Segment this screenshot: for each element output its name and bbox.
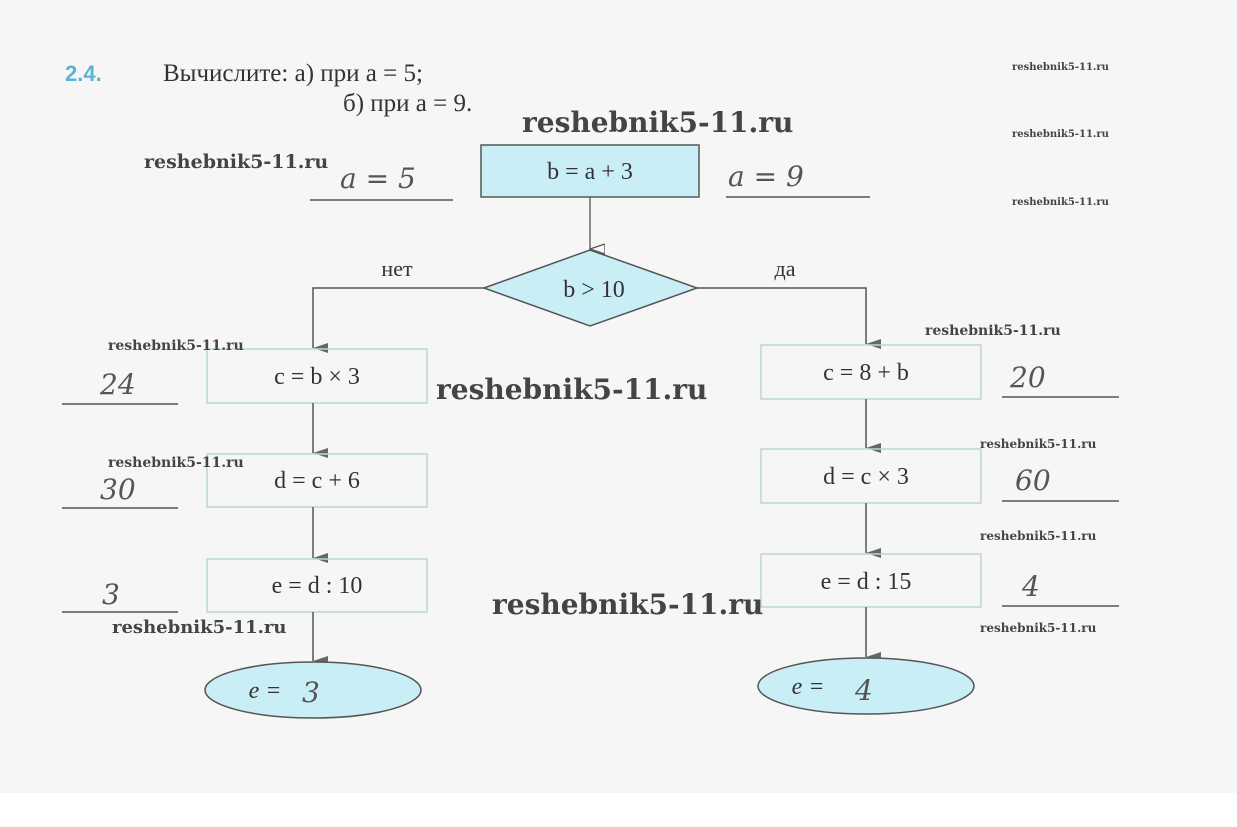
end-ellipse — [204, 661, 422, 719]
end-answer: 4 — [854, 674, 873, 707]
watermark: reshebnik5-11.ru — [492, 588, 763, 621]
answer-a5: a = 5 — [340, 162, 416, 195]
watermark: reshebnik5-11.ru — [980, 529, 1097, 543]
end-label: e = — [792, 674, 825, 700]
process-box — [206, 558, 428, 613]
process-box — [206, 348, 428, 404]
process-label: e = d : 10 — [272, 573, 363, 599]
no-label: нет — [381, 256, 413, 281]
process-label: c = 8 + b — [823, 360, 909, 386]
no-branch: c = b × 3 d = c + 6 e = d : 10 e = 3 — [204, 348, 428, 719]
task-line-1: Вычислите: а) при a = 5; — [163, 60, 423, 87]
task-number: 2.4. — [65, 61, 102, 86]
watermark: reshebnik5-11.ru — [1012, 129, 1109, 140]
watermark: reshebnik5-11.ru — [925, 323, 1061, 339]
yes-branch-line — [697, 287, 881, 349]
answer-c: 20 — [1009, 361, 1046, 394]
watermark: reshebnik5-11.ru — [144, 151, 328, 173]
process-box — [760, 553, 982, 608]
answer-c: 24 — [99, 368, 136, 401]
start-box — [480, 144, 700, 198]
yes-branch: c = 8 + b d = c × 3 e = d : 15 e = 4 — [757, 344, 982, 715]
process-label: d = c + 6 — [274, 468, 360, 494]
answer-d: 30 — [100, 473, 136, 506]
watermark: reshebnik5-11.ru — [436, 373, 707, 406]
process-box — [760, 448, 982, 504]
answer-e: 3 — [102, 578, 120, 611]
watermark: reshebnik5-11.ru — [108, 338, 244, 354]
process-box — [760, 344, 982, 400]
watermarks: reshebnik5-11.ru reshebnik5-11.ru resheb… — [108, 62, 1109, 638]
watermark: reshebnik5-11.ru — [1012, 62, 1109, 73]
watermark: reshebnik5-11.ru — [980, 621, 1097, 635]
condition-label: b > 10 — [563, 277, 625, 303]
start-box-label: b = a + 3 — [547, 159, 633, 185]
process-label: c = b × 3 — [274, 364, 360, 390]
end-ellipse — [757, 657, 975, 715]
answer-a9: a = 9 — [728, 160, 804, 193]
process-box — [206, 453, 428, 508]
handwritten-answers: a = 5 a = 9 24 30 3 20 60 4 — [62, 160, 1119, 613]
watermark: reshebnik5-11.ru — [1012, 197, 1109, 208]
watermark: reshebnik5-11.ru — [108, 455, 244, 471]
answer-d: 60 — [1015, 464, 1051, 497]
watermark: reshebnik5-11.ru — [980, 437, 1097, 451]
answer-e: 4 — [1021, 570, 1040, 603]
watermark: reshebnik5-11.ru — [522, 106, 793, 139]
watermark: reshebnik5-11.ru — [112, 617, 286, 638]
yes-label: да — [775, 256, 796, 281]
end-label: e = — [249, 678, 282, 704]
process-label: d = c × 3 — [823, 464, 909, 490]
end-answer: 3 — [302, 676, 320, 709]
no-branch-line — [312, 287, 484, 353]
task-line-2: б) при a = 9. — [343, 90, 472, 117]
process-label: e = d : 15 — [821, 569, 912, 595]
